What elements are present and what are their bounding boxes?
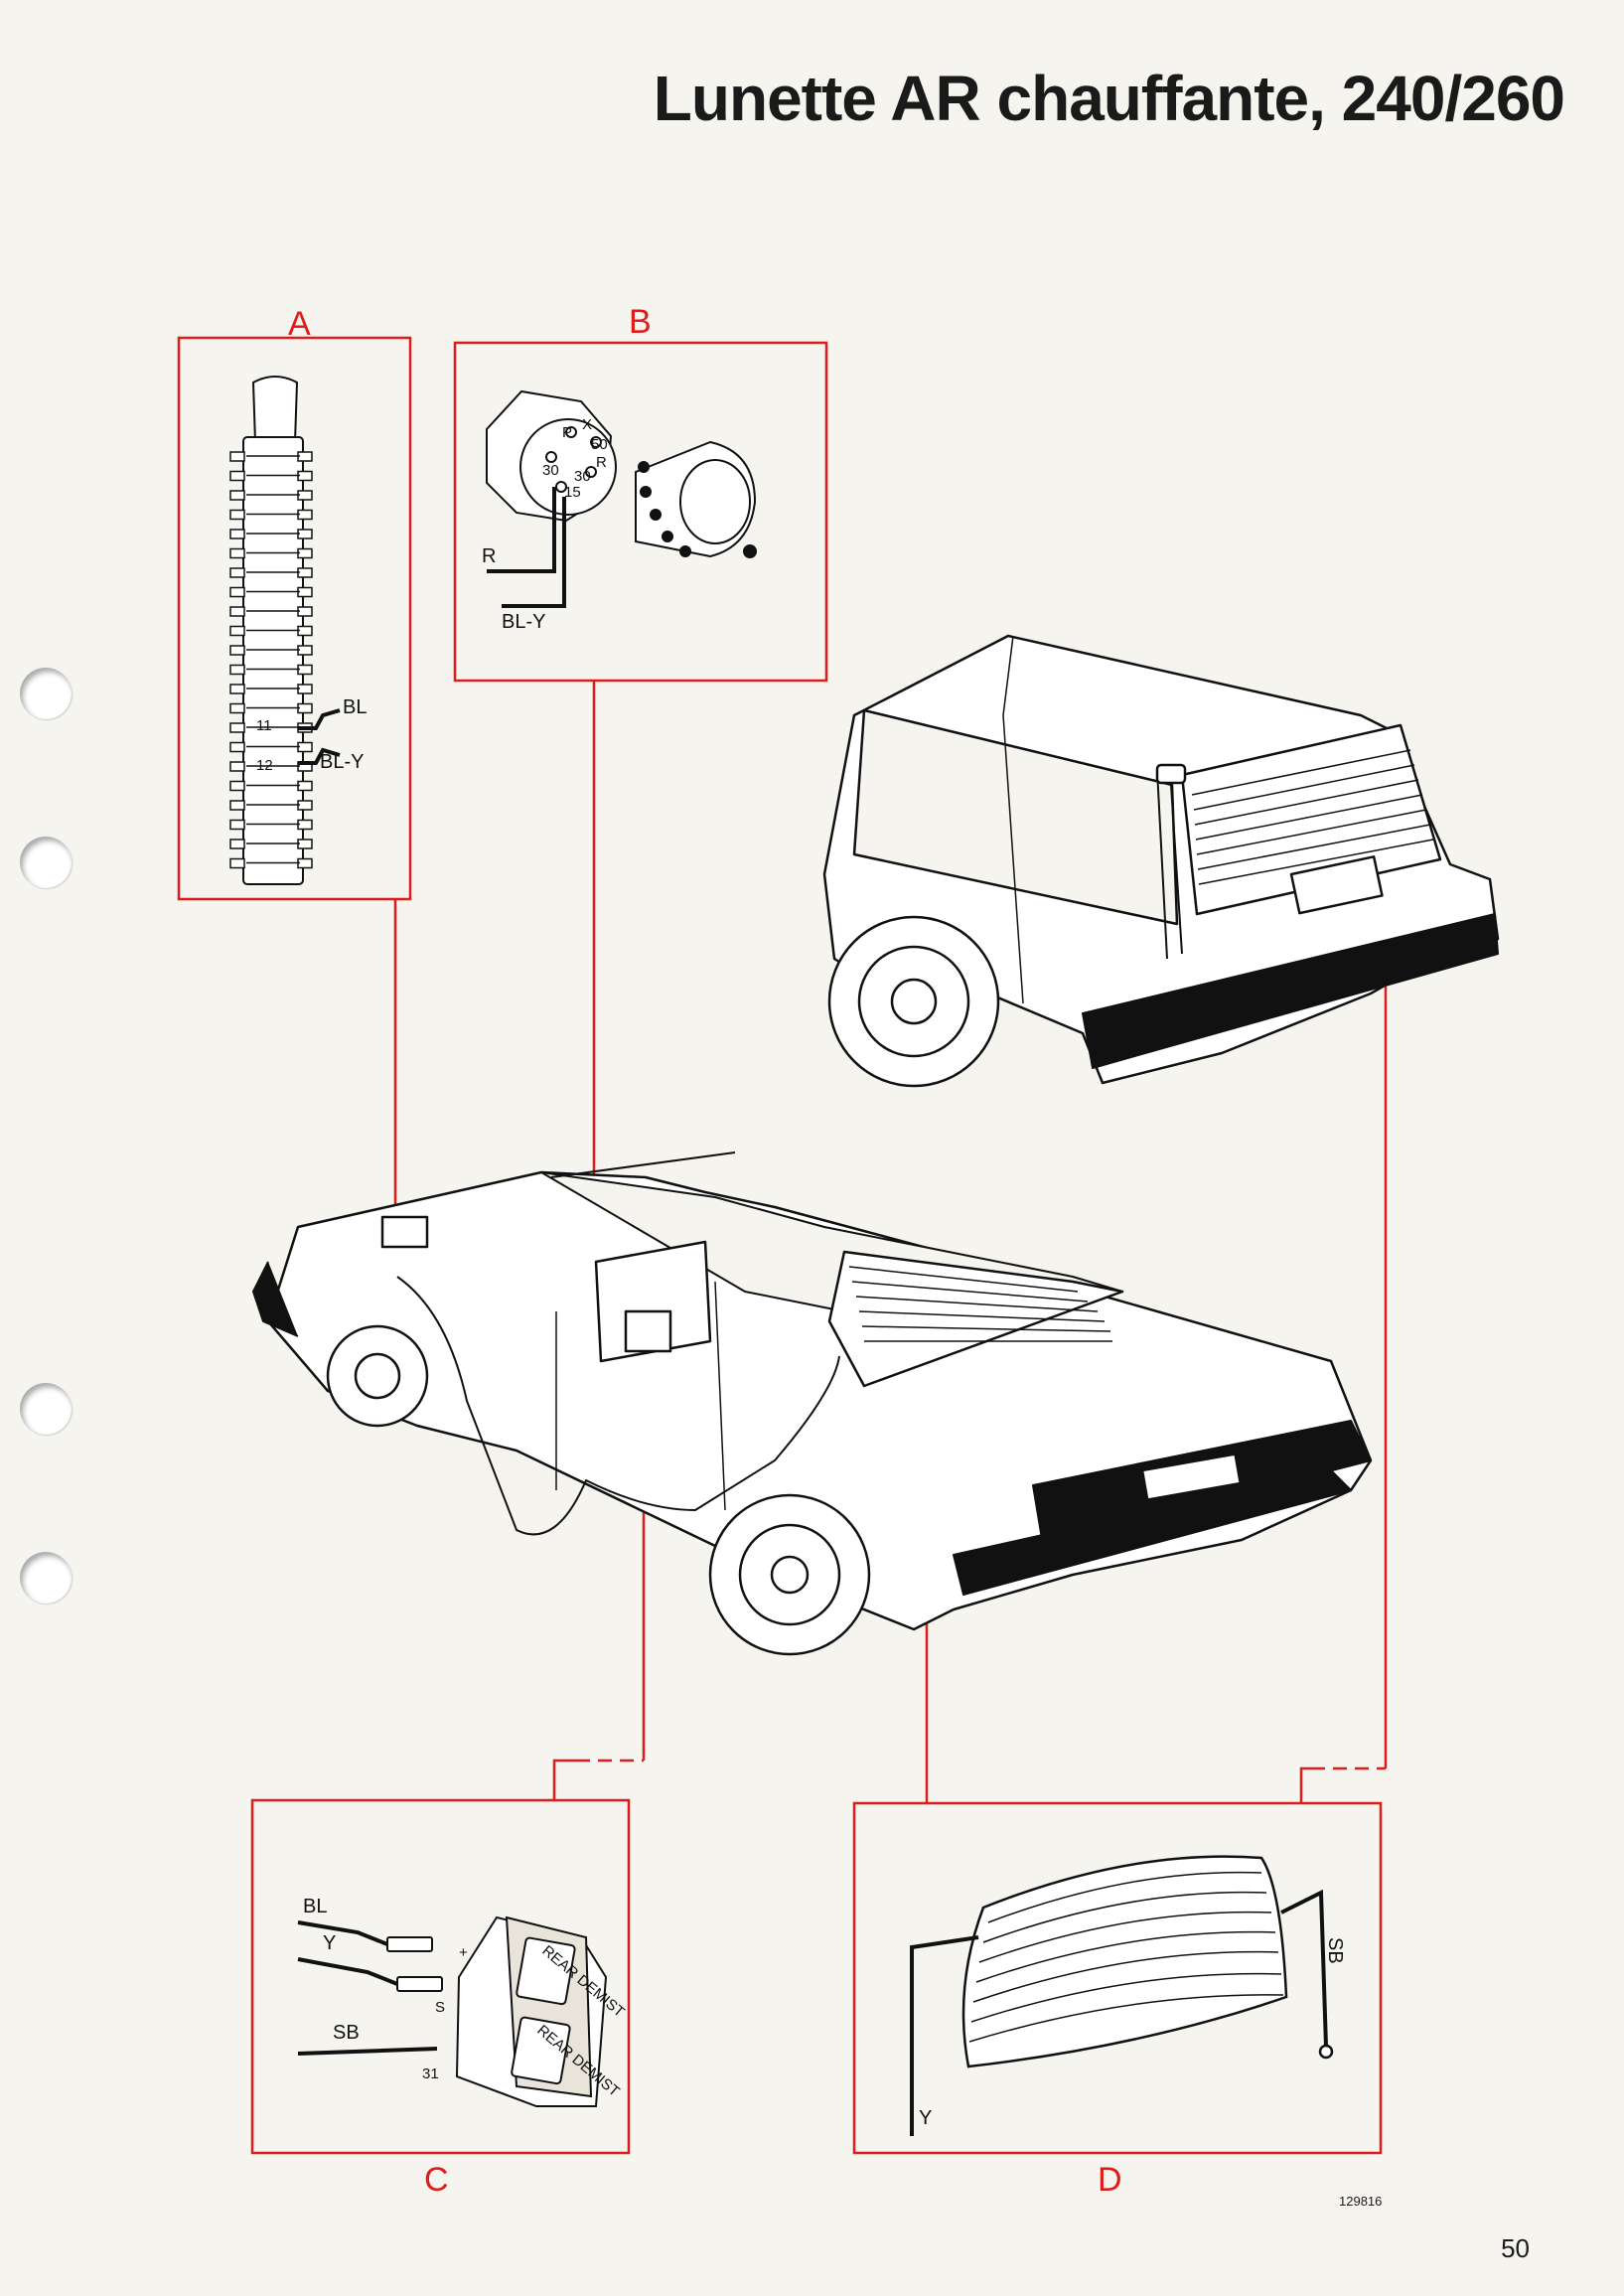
punch-hole (20, 1552, 72, 1604)
fuse-terminal-right (297, 547, 313, 559)
pin-50: 50 (591, 436, 608, 453)
pin-15: 15 (564, 484, 581, 501)
fuse-terminal-right (297, 684, 313, 694)
pin-30b: 30 (574, 468, 591, 485)
wire-label-sb: SB (333, 2022, 360, 2044)
fuse-terminal-left (229, 761, 245, 772)
wire-label-r: R (482, 545, 496, 567)
fuse-terminal-right (297, 702, 313, 714)
fuse-wires (298, 708, 341, 765)
fuse-terminal-right (297, 586, 313, 598)
wire-label-bl-y: BL-Y (320, 751, 364, 773)
pin-30a: 30 (542, 462, 559, 479)
callout-letter-d: D (1098, 2161, 1122, 2199)
fuse-terminal-left (229, 664, 245, 676)
fuse-number-11: 11 (256, 717, 272, 734)
fuse-terminal-right (297, 780, 313, 792)
fuse-terminal-right (297, 839, 313, 849)
wire-label-sb: SB (1324, 1937, 1346, 1964)
wire-label-bl: BL (343, 696, 367, 718)
fuse-terminal-right (297, 625, 313, 637)
fuse-terminal-right (297, 451, 313, 462)
punch-hole (20, 1383, 72, 1435)
figure-reference-number: 129816 (1339, 2194, 1383, 2209)
fuse-terminal-left (229, 741, 245, 753)
fuse-terminal-right (297, 819, 313, 831)
fuse-terminal-left (229, 800, 245, 811)
estate-car-illustration (822, 634, 1500, 1088)
fuse-terminal-left (229, 780, 245, 792)
pin-s: S (435, 1999, 445, 2016)
fuse-terminal-left (229, 606, 245, 617)
fuse-number-12: 12 (256, 757, 273, 774)
fuse-terminal-left (229, 470, 245, 482)
fuse-terminal-right (297, 741, 313, 753)
punch-hole (20, 668, 72, 719)
callout-box-c (250, 1798, 631, 2155)
ignition-switch-illustration (486, 389, 757, 558)
wire-label-bl-y: BL-Y (502, 611, 545, 633)
ground-terminal (1318, 2044, 1334, 2060)
fuse-terminal-left (229, 586, 245, 598)
fuse-terminal-left (229, 490, 245, 501)
wire-label-y: Y (323, 1932, 336, 1954)
fuse-terminal-left (229, 529, 245, 539)
callout-box-a (177, 336, 412, 901)
fuse-terminal-left (229, 819, 245, 831)
rear-demist-switch-illustration (386, 1915, 608, 2107)
fuse-terminal-left (229, 625, 245, 637)
fuse-terminal-right (297, 664, 313, 676)
fuse-box-illustration (229, 376, 313, 885)
fuse-terminal-left (229, 722, 245, 733)
fuse-terminal-left (229, 702, 245, 714)
callout-box-d (852, 1801, 1383, 2155)
punch-hole (20, 837, 72, 888)
callout-letter-b: B (629, 303, 652, 341)
fuse-terminal-right (297, 645, 313, 656)
fuse-terminal-right (297, 509, 313, 521)
fuse-terminal-left (229, 509, 245, 521)
callout-box-b (453, 341, 828, 683)
fuse-terminal-left (229, 857, 245, 869)
fuse-terminal-left (229, 684, 245, 694)
pin-x: X (582, 416, 592, 433)
fuse-terminal-left (229, 839, 245, 849)
pin-p: P (562, 424, 572, 441)
fuse-terminal-right (297, 567, 313, 578)
wire-label-bl: BL (303, 1896, 327, 1917)
fuse-terminal-left (229, 451, 245, 462)
fuse-terminal-right (297, 800, 313, 811)
fuse-terminal-left (229, 645, 245, 656)
fuse-terminal-right (297, 529, 313, 539)
sedan-car-illustration (252, 1151, 1373, 1656)
rear-window-wires (910, 1889, 1328, 2136)
page-title: Lunette AR chauffante, 240/260 (653, 63, 1565, 134)
demist-switch-wires (297, 1920, 438, 2056)
heated-rear-window-illustration (961, 1855, 1288, 2068)
fuse-terminal-right (297, 490, 313, 501)
pin-r: R (596, 454, 607, 471)
fuse-terminal-left (229, 547, 245, 559)
wire-label-y: Y (919, 2107, 932, 2129)
fuse-terminal-right (297, 470, 313, 482)
ignition-wires (487, 487, 566, 608)
page-number: 50 (1501, 2233, 1530, 2263)
callout-letter-c: C (424, 2161, 449, 2199)
fuse-terminal-right (297, 857, 313, 869)
callout-letter-a: A (288, 305, 311, 343)
fuse-terminal-right (297, 606, 313, 617)
pin-plus: + (459, 1944, 468, 1961)
fuse-terminal-left (229, 567, 245, 578)
pin-31: 31 (422, 2066, 439, 2082)
